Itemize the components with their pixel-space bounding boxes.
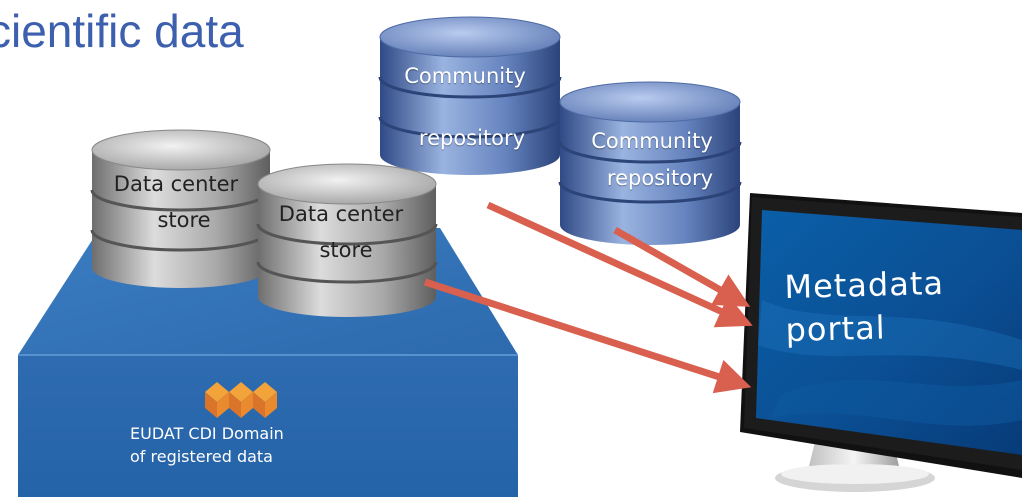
metadata-portal-label: Metadata portal [784,262,946,352]
data-center-1-label: Data center [113,172,239,196]
metadata-portal-line2: portal [785,308,887,350]
data-center-2-sublabel: store [319,238,373,262]
community-repo-2-sublabel: repository [606,166,714,190]
arrow-store-to-portal [423,278,752,394]
arrows [423,201,753,394]
metadata-portal-line1: Metadata [783,263,945,307]
metadata-portal-monitor [740,193,1022,492]
data-center-store-2 [256,163,438,317]
data-center-2-label: Data center [278,202,404,226]
arrow-repo1-to-portal [486,201,753,328]
community-repo-1-label: Community [404,64,526,88]
domain-caption: EUDAT CDI Domain of registered data [130,422,390,468]
community-repo-2-label: Community [591,129,713,153]
community-repo-1-sublabel: repository [418,126,526,150]
eudat-logo-icon [205,382,277,418]
community-repository-2 [558,81,742,245]
data-center-1-sublabel: store [157,208,211,232]
community-repository-1 [378,16,562,175]
page-title: cientific data [0,5,244,57]
domain-caption-line1: EUDAT CDI Domain [130,424,284,443]
arrow-repo2-to-portal [613,226,751,307]
domain-caption-line2: of registered data [130,447,273,466]
